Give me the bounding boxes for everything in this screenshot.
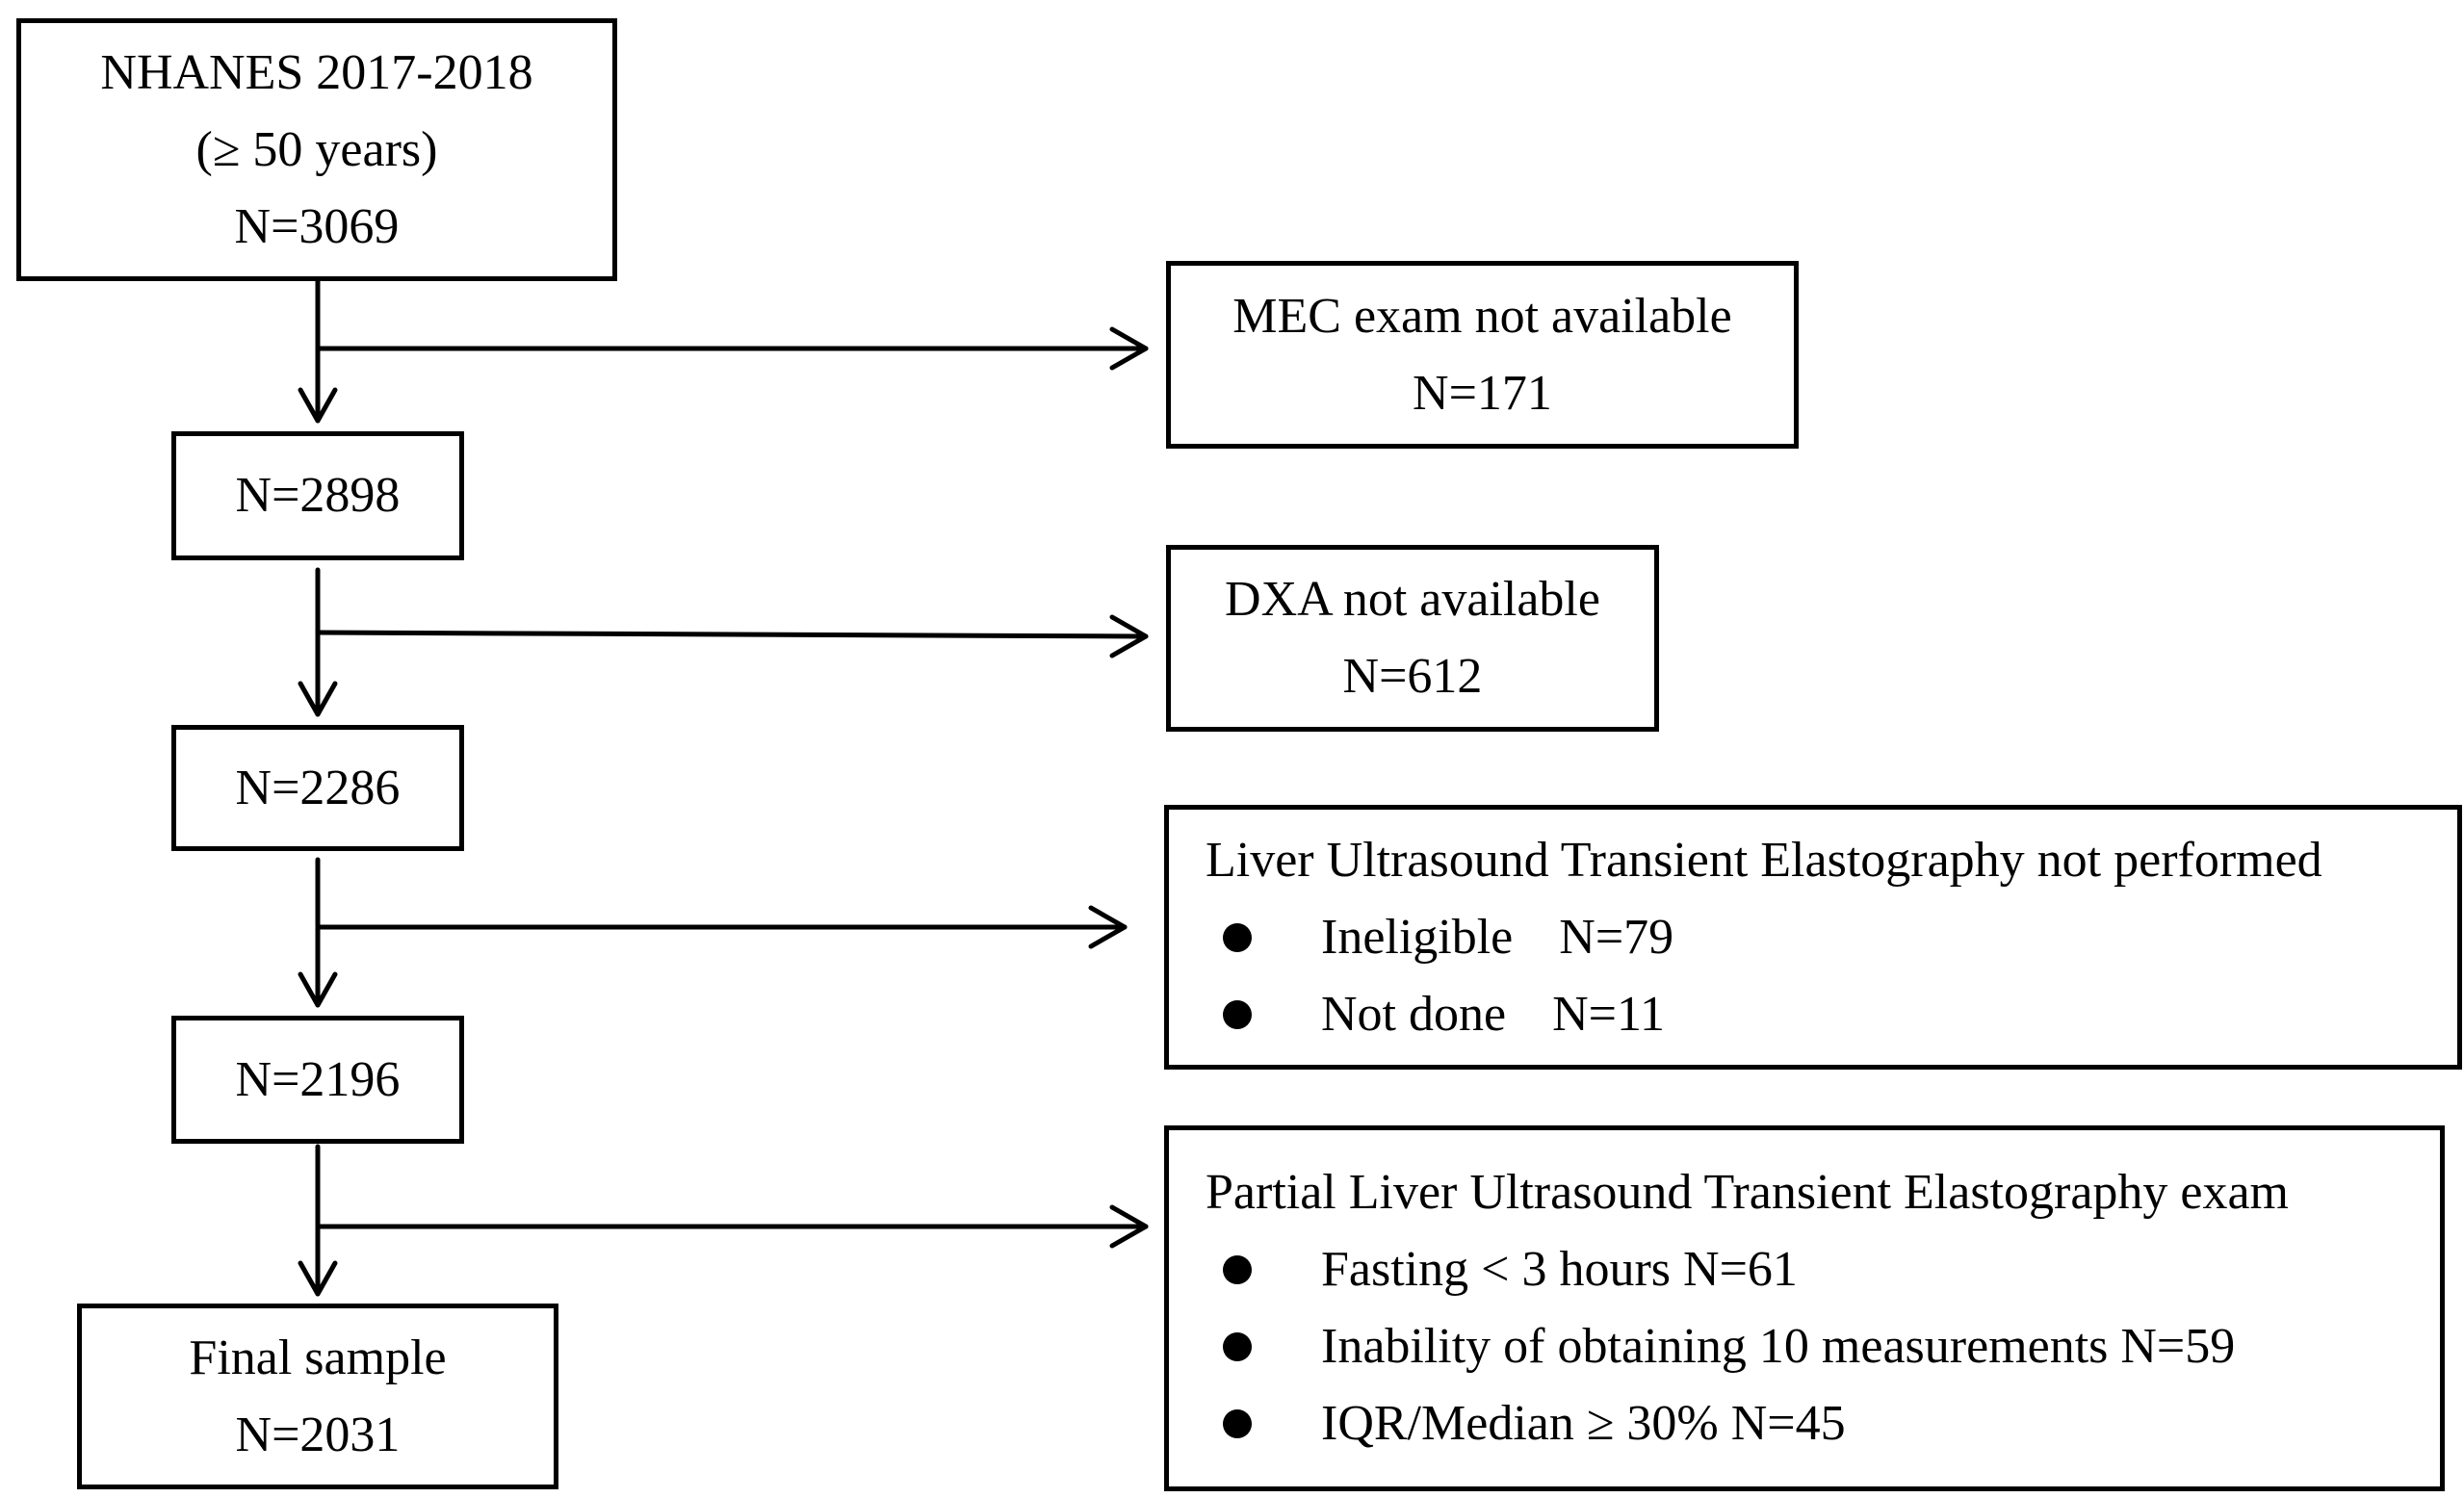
exclusion-partial-title: Partial Liver Ultrasound Transient Elast… bbox=[1206, 1165, 2290, 1220]
exclusion-elastography-title: Liver Ultrasound Transient Elastography … bbox=[1206, 832, 2322, 888]
count-after-dxa: N=2286 bbox=[235, 760, 401, 815]
box-after-mec: N=2898 bbox=[171, 431, 464, 560]
arrowhead-1 bbox=[298, 387, 338, 424]
list-item: Not done N=11 bbox=[1206, 976, 2457, 1053]
item-label: Ineligible bbox=[1321, 909, 1514, 965]
exclusion-dxa-count: N=612 bbox=[1342, 649, 1483, 704]
arrowhead-4 bbox=[298, 1260, 338, 1297]
item-count: N=79 bbox=[1559, 909, 1674, 965]
final-sample-label: Final sample bbox=[189, 1330, 447, 1385]
exclusion-arrowhead-4 bbox=[1109, 1204, 1149, 1249]
exclusion-mec-title: MEC exam not available bbox=[1232, 288, 1732, 344]
exclusion-arrowhead-1 bbox=[1109, 326, 1149, 371]
item-label: Fasting < 3 hours bbox=[1321, 1242, 1672, 1297]
bullet-icon bbox=[1223, 1409, 1252, 1438]
list-item: Fasting < 3 hours N=61 bbox=[1206, 1231, 2440, 1308]
box-final-sample: Final sample N=2031 bbox=[77, 1304, 558, 1489]
count-after-elastography: N=2196 bbox=[235, 1051, 401, 1107]
list-item: IQR/Median ≥ 30% N=45 bbox=[1206, 1385, 2440, 1462]
exclusion-dxa-title: DXA not available bbox=[1225, 572, 1600, 627]
exclusion-arrowhead-2 bbox=[1109, 614, 1149, 659]
count-after-mec: N=2898 bbox=[235, 468, 401, 523]
exclusion-arrowhead-3 bbox=[1088, 905, 1128, 949]
final-sample-count: N=2031 bbox=[235, 1407, 401, 1462]
box-after-elastography: N=2196 bbox=[171, 1016, 464, 1144]
item-label: Not done bbox=[1321, 986, 1507, 1042]
item-count: N=59 bbox=[2120, 1319, 2236, 1374]
item-count: N=61 bbox=[1683, 1242, 1798, 1297]
box-exclusion-elastography-not-performed: Liver Ultrasound Transient Elastography … bbox=[1164, 805, 2462, 1070]
bullet-icon bbox=[1223, 922, 1252, 952]
cohort-title: NHANES 2017-2018 bbox=[100, 44, 533, 100]
list-item: Inability of obtaining 10 measurements N… bbox=[1206, 1308, 2440, 1385]
item-count: N=45 bbox=[1730, 1396, 1846, 1451]
item-label: IQR/Median ≥ 30% bbox=[1321, 1396, 1719, 1451]
exclusion-mec-count: N=171 bbox=[1413, 365, 1552, 421]
box-exclusion-dxa: DXA not available N=612 bbox=[1166, 545, 1659, 732]
box-nhanes-cohort: NHANES 2017-2018 (≥ 50 years) N=3069 bbox=[16, 18, 617, 281]
item-label: Inability of obtaining 10 measurements bbox=[1321, 1319, 2109, 1374]
item-count: N=11 bbox=[1552, 986, 1666, 1042]
bullet-icon bbox=[1223, 1255, 1252, 1284]
arrowhead-2 bbox=[298, 681, 338, 717]
arrowhead-3 bbox=[298, 971, 338, 1008]
box-after-dxa: N=2286 bbox=[171, 725, 464, 851]
box-exclusion-mec: MEC exam not available N=171 bbox=[1166, 261, 1799, 449]
cohort-count: N=3069 bbox=[234, 198, 400, 254]
bullet-icon bbox=[1223, 999, 1252, 1029]
exclusion-arrow-2 bbox=[315, 630, 1149, 639]
box-exclusion-partial-elastography: Partial Liver Ultrasound Transient Elast… bbox=[1164, 1125, 2445, 1491]
bullet-icon bbox=[1223, 1332, 1252, 1361]
cohort-age-criterion: (≥ 50 years) bbox=[195, 121, 438, 177]
list-item: Ineligible N=79 bbox=[1206, 899, 2457, 976]
